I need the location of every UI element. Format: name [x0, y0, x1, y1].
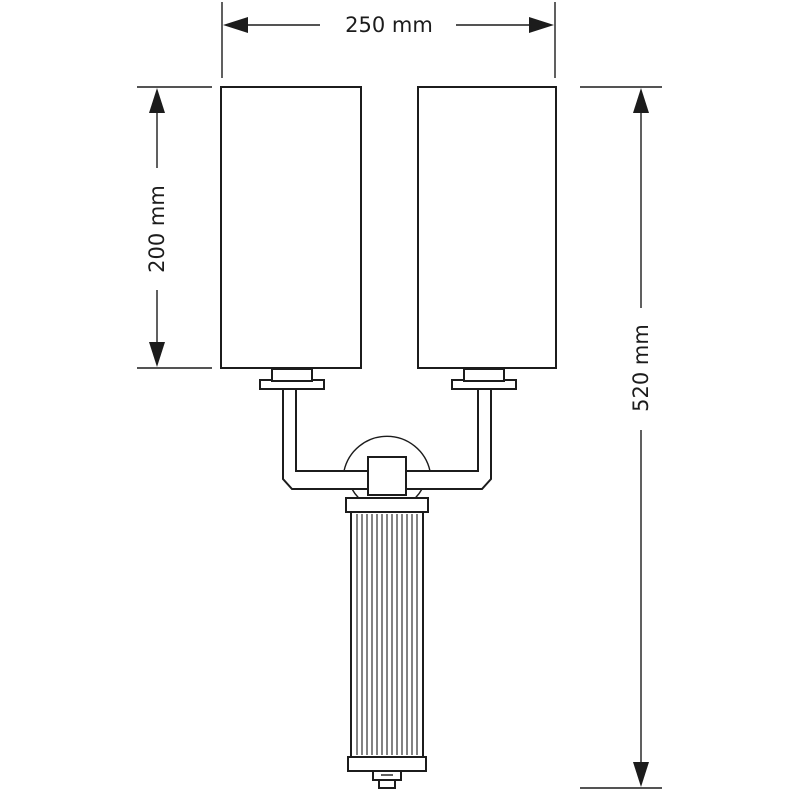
shade-height-arrow-bottom-icon	[149, 342, 165, 367]
width-dimension: 250 mm	[221, 2, 556, 78]
wall-lamp	[220, 86, 557, 789]
width-arrow-right-icon	[529, 17, 554, 33]
shade-height-label: 200 mm	[145, 185, 169, 273]
right-shade-holder-collar	[463, 368, 505, 382]
left-shade-holder-collar	[271, 368, 313, 382]
center-connector-block	[367, 456, 407, 496]
right-lamp-arm	[393, 387, 492, 490]
wall-plate	[343, 435, 431, 472]
left-lamp-shade	[220, 86, 362, 369]
width-arrow-left-icon	[223, 17, 248, 33]
total-height-arrow-bottom-icon	[633, 762, 649, 787]
bottom-finial-tip	[378, 779, 396, 789]
total-height-arrow-top-icon	[633, 88, 649, 113]
column-bottom-collar	[347, 756, 427, 772]
right-lamp-shade	[417, 86, 557, 369]
width-label: 250 mm	[345, 13, 433, 37]
total-height-label: 520 mm	[629, 324, 653, 412]
column-flutes	[356, 514, 418, 755]
left-lamp-arm	[282, 387, 381, 490]
shade-height-arrow-top-icon	[149, 88, 165, 113]
shade-height-dimension: 200 mm	[137, 86, 212, 369]
total-height-dimension: 520 mm	[580, 86, 662, 789]
column-top-collar	[345, 497, 429, 513]
